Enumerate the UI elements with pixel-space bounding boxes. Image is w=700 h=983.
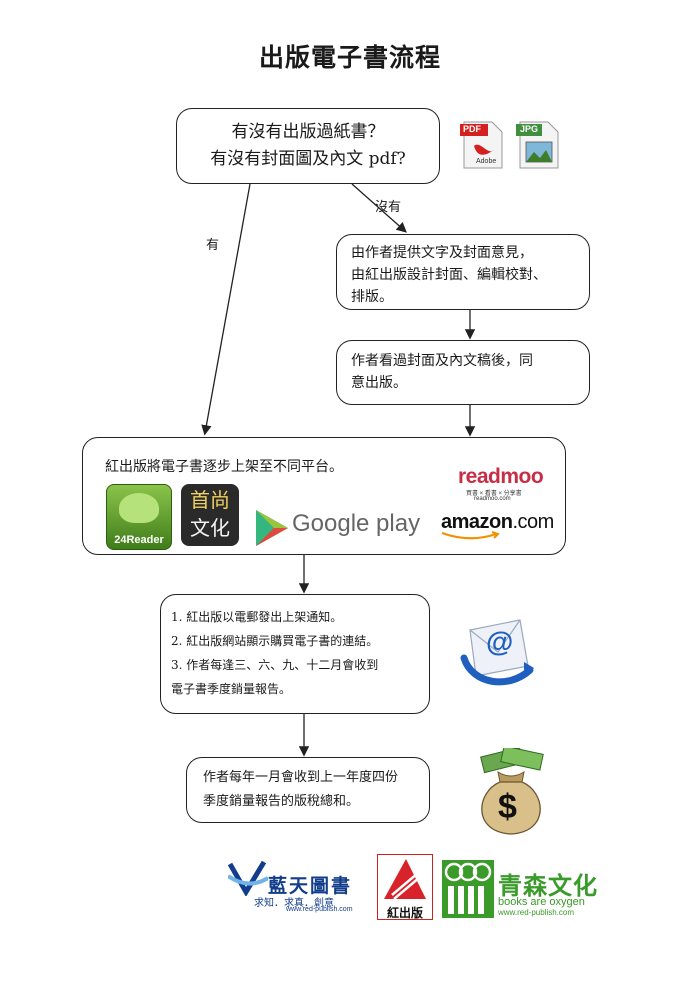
approve-step-line2: 意出版。 [351,375,407,391]
shoushang-logo: 首尚 文化 [181,484,239,546]
jpg-file-icon: JPG [514,120,564,170]
pdf-file-icon: PDF Adobe [458,120,508,170]
amazon-logo: amazon.com [441,511,554,534]
readmoo-logo: readmoo [458,465,544,488]
red-publish-name: 紅出版 [386,906,423,920]
arrow-no [351,183,407,233]
page-title: 出版電子書流程 [258,43,441,72]
24reader-logo: 24Reader [106,484,172,550]
notify-step-box: 1. 紅出版以電郵發出上架通知。 2. 紅出版網站顯示購買電子書的連結。 3. … [160,594,430,714]
red-publish-logo [377,854,433,920]
design-step-line3: 排版。 [351,289,393,305]
green-publish-slogan: books are oxygen [498,896,585,908]
blue-sky-name: 藍天圖書 [268,875,353,897]
design-step-line2: 由紅出版設計封面、編輯校對、 [351,267,547,283]
royalty-line2: 季度銷量報告的版稅總和。 [203,794,360,809]
green-publish-url: www.red-publish.com [498,908,575,917]
money-dollar-symbol: $ [498,788,517,826]
blue-sky-url: www.red-publish.com [286,906,353,913]
approve-step-line1: 作者看過封面及內文稿後，同 [351,353,533,369]
green-publish-logo [442,860,494,918]
shoushang-line1: 首尚 [190,488,230,512]
google-play-label: Google play [292,510,421,537]
notify-item-3b: 電子書季度銷量報告。 [171,682,292,696]
green-publish-name: 青森文化 [498,872,598,900]
money-bag-icon: $ [468,745,554,838]
24reader-figure-icon [119,493,159,523]
readmoo-url: readmoo.com [474,496,511,502]
amazon-smile-icon [441,531,500,540]
notify-item-3: 3. 作者每逢三、六、九、十二月會收到 [171,658,379,672]
readmoo-tagline: 買書 × 看書 × 分享書 [466,491,522,497]
notify-item-1: 1. 紅出版以電郵發出上架通知。 [171,610,343,624]
arrow-yes [201,183,251,436]
24reader-label: 24Reader [114,534,164,546]
approve-step-box: 作者看過封面及內文稿後，同 意出版。 [336,340,590,405]
blue-sky-v-logo [226,860,270,897]
platforms-step-text: 紅出版將電子書逐步上架至不同平台。 [105,459,343,475]
email-icon: @ [458,612,538,692]
amazon-suffix: .com [512,511,554,533]
google-play-triangle-icon [256,510,288,546]
jpg-label: JPG [520,124,539,134]
start-question-line1: 有沒有出版過紙書？ [231,122,385,142]
royalty-line1: 作者每年一月會收到上一年度四份 [203,770,399,785]
blue-sky-slogan: 求知．求真．創意 [254,898,334,909]
shoushang-line2: 文化 [190,516,230,540]
yes-branch-label: 有 [206,238,220,253]
pdf-label: PDF [463,124,481,134]
design-step-box: 由作者提供文字及封面意見， 由紅出版設計封面、編輯校對、 排版。 [336,234,590,310]
email-at-symbol: @ [486,626,514,657]
adobe-label: Adobe [476,158,497,165]
royalty-step-box: 作者每年一月會收到上一年度四份 季度銷量報告的版稅總和。 [186,757,430,823]
start-question-box: 有沒有出版過紙書？ 有沒有封面圖及內文 pdf? [176,108,440,184]
start-question-line2: 有沒有封面圖及內文 pdf? [210,149,406,169]
notify-item-2: 2. 紅出版網站顯示購買電子書的連結。 [171,634,379,648]
design-step-line1: 由作者提供文字及封面意見， [351,245,533,261]
amazon-label: amazon [441,511,513,533]
no-branch-label: 沒有 [375,200,402,215]
